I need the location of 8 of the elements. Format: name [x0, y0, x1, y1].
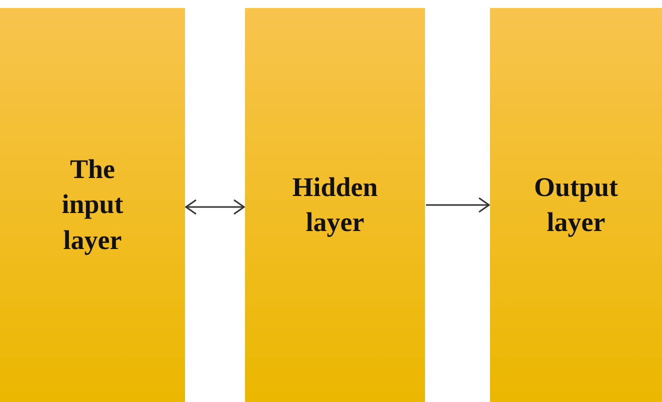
arrow — [426, 197, 490, 213]
layer-label: The input layer — [60, 153, 124, 257]
arrow — [185, 199, 245, 215]
layer-box — [0, 8, 185, 402]
layer-label: Output layer — [532, 170, 620, 239]
layer-box — [490, 8, 662, 402]
layer-box — [245, 8, 425, 402]
layer-label: Hidden layer — [291, 170, 379, 239]
